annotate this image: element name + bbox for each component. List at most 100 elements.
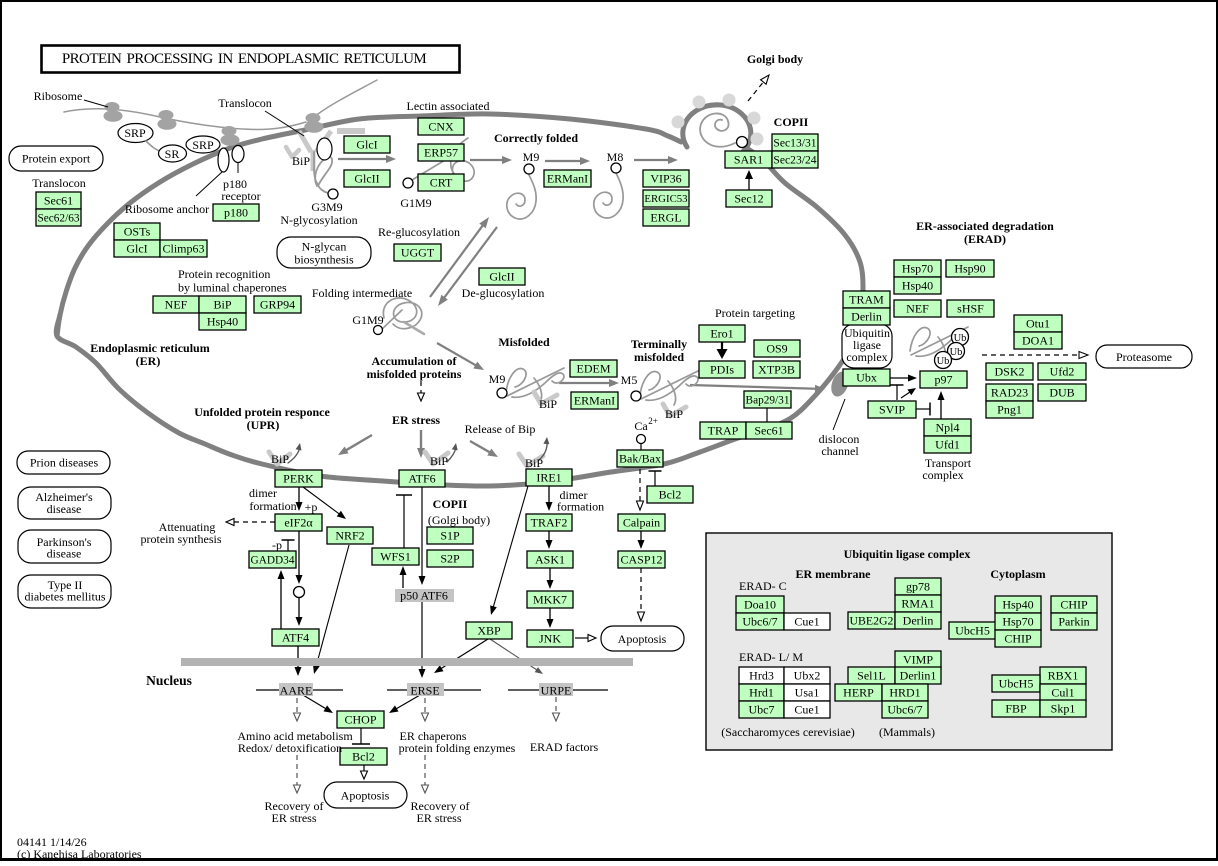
svg-text:BiP: BiP [539,397,557,411]
svg-text:Folding intermediate: Folding intermediate [312,286,412,300]
svg-text:ERGIC53: ERGIC53 [644,193,687,205]
svg-text:Ribosome anchor: Ribosome anchor [125,202,209,216]
svg-text:formation: formation [557,500,604,514]
svg-text:Hrd1: Hrd1 [749,686,774,700]
svg-text:eIF2α: eIF2α [284,516,313,530]
svg-text:Doa10: Doa10 [744,598,776,612]
svg-text:CNX: CNX [428,120,454,134]
svg-text:Nucleus: Nucleus [146,673,192,688]
svg-text:RBX1: RBX1 [1048,669,1079,683]
svg-text:receptor: receptor [221,189,260,203]
svg-text:NEF: NEF [165,298,188,312]
svg-text:N-glycosylation: N-glycosylation [280,213,357,227]
svg-text:NEF: NEF [906,302,929,316]
svg-text:Sec13/31: Sec13/31 [773,136,816,149]
svg-text:DUB: DUB [1049,386,1074,400]
svg-text:Hsp70: Hsp70 [1002,615,1033,629]
svg-text:JNK: JNK [539,632,561,646]
svg-text:ER stress: ER stress [417,811,462,825]
svg-text:ER chaperons: ER chaperons [400,729,467,743]
svg-text:Ufd1: Ufd1 [935,438,960,452]
svg-text:Endoplasmic reticulum: Endoplasmic reticulum [90,341,209,355]
svg-text:Derlin1: Derlin1 [900,669,937,683]
svg-text:ERAD- L/ M: ERAD- L/ M [739,650,803,664]
svg-text:XTP3B: XTP3B [758,363,795,377]
svg-text:Protein export: Protein export [22,152,91,166]
svg-text:HERP: HERP [843,686,874,700]
svg-text:Attenuating: Attenuating [159,520,216,534]
svg-text:DSK2: DSK2 [994,365,1024,379]
svg-text:Translocon: Translocon [32,176,86,190]
svg-text:GlcII: GlcII [489,270,514,284]
svg-text:sHSF: sHSF [957,302,984,316]
svg-text:Correctly folded: Correctly folded [494,131,578,145]
svg-text:Misfolded: Misfolded [498,335,550,349]
svg-text:protein synthesis: protein synthesis [141,532,222,546]
svg-text:ligase: ligase [853,338,881,352]
svg-text:TRAF2: TRAF2 [531,516,568,530]
svg-text:2+: 2+ [648,416,658,426]
svg-text:Recovery of: Recovery of [411,799,470,813]
svg-text:Ufd2: Ufd2 [1050,365,1075,379]
svg-text:SAR1: SAR1 [734,153,763,167]
svg-text:Bcl2: Bcl2 [659,488,682,502]
svg-text:CASP12: CASP12 [620,553,662,567]
svg-text:UbcH5: UbcH5 [999,677,1034,691]
svg-text:ERGL: ERGL [650,211,681,225]
svg-text:p180: p180 [223,177,247,191]
svg-text:CHIP: CHIP [1004,632,1032,646]
svg-text:ERAD- C: ERAD- C [739,579,787,593]
svg-text:(Golgi body): (Golgi body) [428,513,490,527]
svg-text:BiP: BiP [213,298,231,312]
svg-text:EDEM: EDEM [577,362,611,376]
svg-text:AARE: AARE [280,684,313,698]
svg-text:ATF4: ATF4 [282,631,309,645]
svg-text:GRP94: GRP94 [260,298,295,312]
svg-text:BiP: BiP [430,454,448,468]
svg-text:ER stress: ER stress [272,811,317,825]
svg-text:Proteasome: Proteasome [1116,350,1172,364]
svg-text:ERSE: ERSE [410,684,439,698]
svg-text:p180: p180 [224,206,248,220]
svg-text:(ER): (ER) [136,354,161,368]
svg-text:Derlin: Derlin [903,614,934,628]
svg-text:WFS1: WFS1 [380,550,411,564]
svg-text:p97: p97 [935,373,953,387]
svg-text:SR: SR [165,147,180,161]
svg-text:Type II: Type II [48,578,83,592]
svg-text:Calpain: Calpain [623,516,660,530]
svg-text:Ubc7: Ubc7 [749,703,775,717]
svg-text:Skp1: Skp1 [1051,702,1076,716]
svg-text:Release of Bip: Release of Bip [465,422,536,436]
svg-text:Climp63: Climp63 [162,242,204,256]
svg-text:DOA1: DOA1 [1022,334,1054,348]
svg-text:BiP: BiP [525,456,543,470]
svg-text:Cue1: Cue1 [794,615,819,629]
svg-text:misfolded proteins: misfolded proteins [367,367,462,381]
svg-text:De-glucosylation: De-glucosylation [462,286,545,300]
svg-text:p50 ATF6: p50 ATF6 [400,589,448,603]
svg-text:Otu1: Otu1 [1026,317,1050,331]
svg-text:Unfolded protein responce: Unfolded protein responce [194,405,330,419]
svg-text:OSTs: OSTs [124,225,151,239]
svg-text:S2P: S2P [440,552,460,566]
svg-text:GADD34: GADD34 [251,554,295,566]
svg-text:Ub: Ub [950,347,963,358]
svg-text:N-glycan: N-glycan [302,240,347,254]
svg-text:Sec23/24: Sec23/24 [773,153,816,166]
svg-text:disease: disease [47,502,82,516]
svg-text:PROTEIN PROCESSING IN ENDOPLAS: PROTEIN PROCESSING IN ENDOPLASMIC RETICU… [62,51,427,67]
svg-text:+p: +p [305,500,318,514]
svg-text:formation: formation [249,499,296,513]
svg-text:Translocon: Translocon [218,96,272,110]
svg-text:M5: M5 [621,373,638,387]
svg-text:Hsp70: Hsp70 [902,262,933,276]
svg-text:G1M9: G1M9 [400,196,431,210]
svg-text:(ERAD): (ERAD) [964,232,1006,246]
svg-text:M9: M9 [489,372,506,386]
svg-text:Sec61: Sec61 [44,194,73,208]
svg-text:GlcII: GlcII [354,172,379,186]
svg-text:Cul1: Cul1 [1051,686,1074,700]
svg-text:MKK7: MKK7 [533,593,567,607]
svg-text:Bap29/31: Bap29/31 [746,394,790,406]
